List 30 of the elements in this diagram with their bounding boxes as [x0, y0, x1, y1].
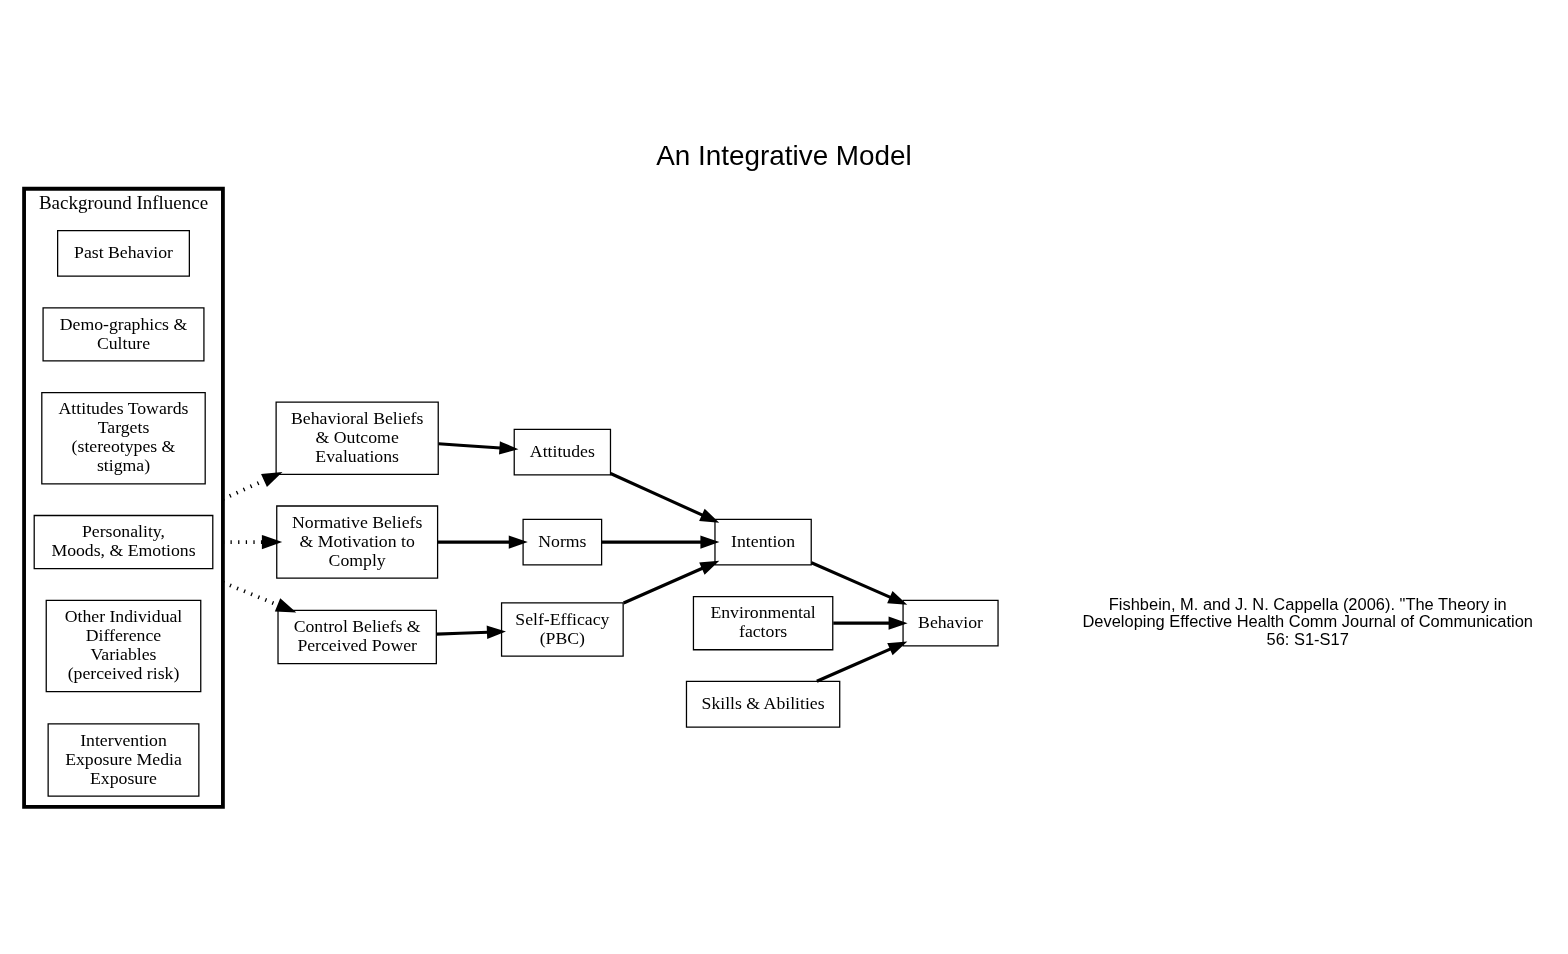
node-box: Attitudes: [513, 428, 612, 476]
arrow: [438, 440, 519, 455]
node-box: Intention: [714, 518, 812, 566]
arrow: [816, 641, 908, 683]
node-box: Behavior: [902, 599, 999, 647]
arrow: [623, 560, 720, 604]
node-box: Personality, Moods, & Emotions: [33, 514, 214, 569]
node-box: Self-Efficacy (PBC): [500, 601, 624, 657]
node-box: Other Individual Difference Variables (perceived risk): [45, 599, 202, 692]
arrow: [222, 580, 297, 613]
node-box: Norms: [522, 518, 603, 566]
arrow: [601, 534, 720, 549]
arrow: [436, 625, 506, 639]
node-box: Intervention Exposure Media Exposure: [47, 722, 200, 797]
node-box: Control Beliefs & Perceived Power: [277, 609, 437, 664]
arrow: [609, 471, 720, 523]
label: Fishbein, M. and J. N. Cappella (2006). "The Theory in Developing Effective Health Comm Journal of Communication 56: S1-S17: [1082, 594, 1533, 648]
node-box: Normative Beliefs & Motivation to Comply: [276, 504, 439, 579]
node-box: Past Behavior: [57, 229, 190, 277]
node-box: Skills & Abilities: [685, 680, 841, 728]
diagram-title: An Integrative Model: [656, 139, 912, 171]
arrow: [222, 534, 283, 549]
arrow: [222, 471, 283, 501]
node-box: Attitudes Towards Targets (stereotypes & stigma): [41, 391, 206, 484]
node-box: Environmental factors: [692, 595, 834, 650]
arrow: [810, 560, 908, 605]
arrow: [437, 534, 528, 549]
node-box: Demo-graphics & Culture: [42, 306, 205, 362]
arrow: [833, 616, 908, 630]
node-box: Behavioral Beliefs & Outcome Evaluations: [275, 401, 439, 475]
